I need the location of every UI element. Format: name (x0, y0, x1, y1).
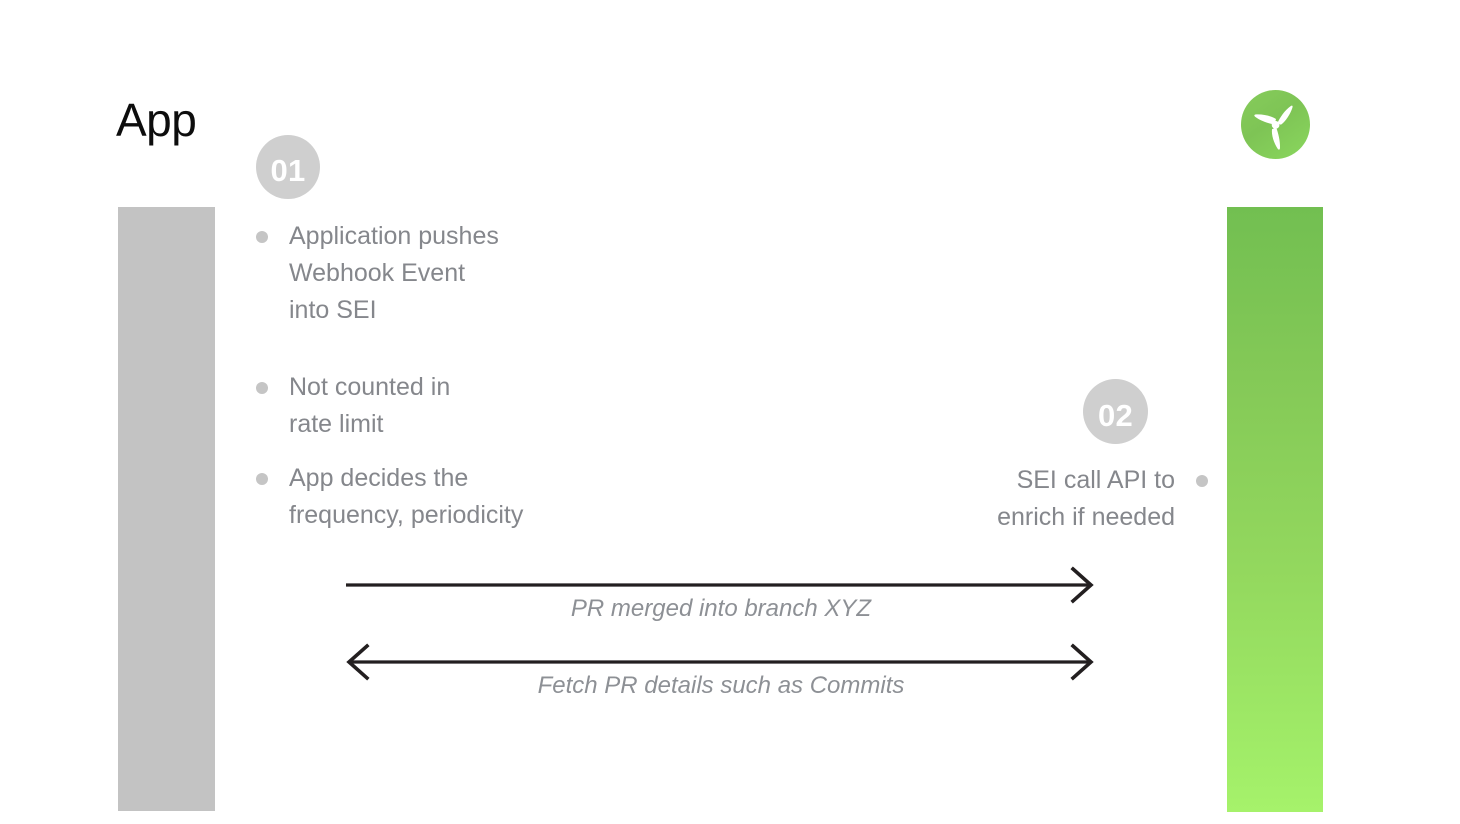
message-arrow-1-label: PR merged into branch XYZ (570, 595, 872, 622)
step-badge-02: 02 (1083, 379, 1148, 444)
bullet-item-2-line-1: Not counted in (289, 373, 451, 401)
message-arrow-1: PR merged into branch XYZ (345, 566, 1097, 622)
bullet-item-2-line-2: rate limit (289, 410, 384, 438)
message-arrow-2-label: Fetch PR details such as Commits (537, 672, 905, 699)
bullet-item-3-line-1: App decides the (289, 464, 469, 492)
sei-logo-badge (1241, 90, 1310, 159)
bullet-dot-icon (1196, 475, 1208, 487)
bullet-item-1-line-2: Webhook Event (289, 259, 466, 287)
bullet-item-4: SEI call API to enrich if needed (860, 462, 1208, 536)
sei-lifeline-lane (1227, 207, 1323, 812)
bullet-item-2: Not counted in rate limit (256, 369, 619, 443)
bullet-dot-icon (256, 382, 268, 394)
bullet-dot-icon (256, 473, 268, 485)
bullet-dot-icon (256, 231, 268, 243)
bullet-item-1-line-1: Application pushes (289, 222, 499, 250)
arrow-right-icon (346, 566, 1094, 604)
bullet-item-3-line-2: frequency, periodicity (289, 501, 524, 529)
bullet-item-4-line-2: enrich if needed (997, 503, 1175, 531)
propeller-logo-icon (1254, 105, 1293, 150)
app-lifeline-lane (118, 207, 215, 811)
step-badge-01-label: 01 (270, 153, 306, 188)
app-actor-title: App (116, 94, 197, 146)
bullet-item-4-line-1: SEI call API to (1016, 466, 1175, 494)
arrow-bidirectional-icon (346, 643, 1094, 681)
message-arrow-2: Fetch PR details such as Commits (345, 643, 1097, 699)
bullet-item-1: Application pushes Webhook Event into SE… (256, 218, 619, 329)
step-badge-01: 01 (256, 135, 320, 199)
bullet-item-3: App decides the frequency, periodicity (256, 460, 619, 534)
step-badge-02-label: 02 (1097, 398, 1134, 433)
bullet-item-1-line-3: into SEI (289, 296, 377, 324)
